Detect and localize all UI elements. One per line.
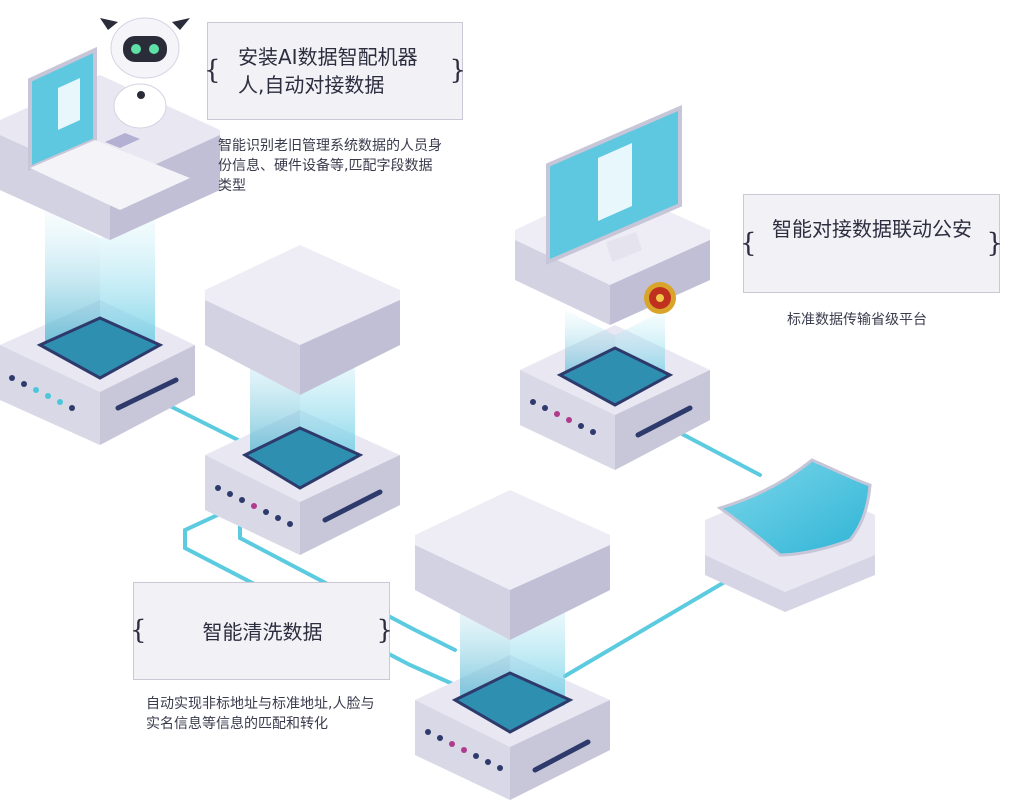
callout-title: 智能清洗数据	[202, 620, 323, 644]
brace-right: }	[449, 55, 466, 86]
brace-right: }	[376, 615, 393, 646]
brace-left: {	[130, 615, 147, 646]
monitor-icon	[546, 104, 682, 266]
slot	[322, 489, 383, 523]
brace-left: {	[740, 227, 757, 258]
laptop-icon	[28, 46, 190, 210]
indicator-dots	[9, 375, 75, 411]
server-top-bottom	[415, 490, 610, 640]
indicator-dots	[215, 485, 293, 527]
light-beam-bottom	[451, 585, 574, 734]
callout-description: 自动实现非标地址与标准地址,人脸与实名信息等信息的匹配和转化	[146, 696, 375, 732]
light-beam-left	[36, 210, 164, 380]
brace-right: }	[986, 227, 1003, 258]
callout-title: 智能对接数据联动公安	[772, 217, 972, 241]
light-beam-right	[556, 310, 674, 407]
shield-icon	[705, 458, 875, 612]
indicator-dots	[530, 399, 596, 435]
server-top-center	[205, 245, 400, 395]
callout-police-link: { } 智能对接数据联动公安	[740, 194, 1003, 293]
brace-left: {	[204, 55, 221, 86]
callout-clean-data: { } 智能清洗数据	[130, 582, 393, 680]
police-badge-icon	[644, 282, 676, 314]
robot-icon	[100, 17, 190, 129]
line-center-to-bottom-a	[183, 498, 457, 687]
slot	[115, 377, 179, 411]
slot	[635, 405, 693, 438]
callout-description: 智能识别老旧管理系统数据的人员身份信息、硬件设备等,匹配字段数据类型	[218, 138, 442, 194]
callout-install-robot: { } 安装AI数据智配机器人,自动对接数据	[204, 22, 466, 120]
slot	[532, 739, 591, 773]
indicator-dots	[425, 729, 503, 771]
callout-description: 标准数据传输省级平台	[787, 312, 927, 328]
callout-title: 安装AI数据智配机器人,自动对接数据	[238, 45, 418, 97]
